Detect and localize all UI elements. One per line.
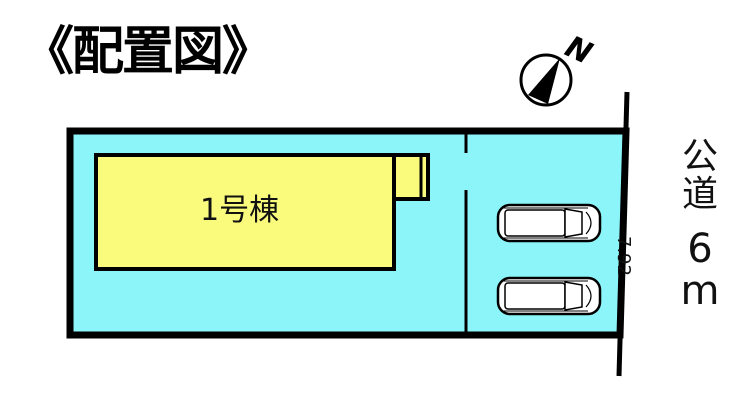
building-label: 1号棟 xyxy=(200,193,280,228)
building-1 xyxy=(94,153,396,271)
car-top-view-icon xyxy=(496,203,602,243)
car-top-view-icon xyxy=(496,276,602,316)
road-label-line2: 道 xyxy=(681,173,718,215)
parking-spaces xyxy=(496,203,602,316)
road-label-line1: 公 xyxy=(681,136,718,177)
road-label: 公 道 6 m xyxy=(672,138,728,312)
page-title: 《配置図》 xyxy=(22,22,274,82)
road-boundary-line xyxy=(616,91,630,377)
north-arrow-icon: N xyxy=(519,29,597,107)
frontage-dimension: 7.92 xyxy=(613,236,634,277)
road-width-unit: m xyxy=(680,267,720,314)
road-width-value: 6 xyxy=(687,225,713,272)
building-balcony xyxy=(392,153,430,201)
